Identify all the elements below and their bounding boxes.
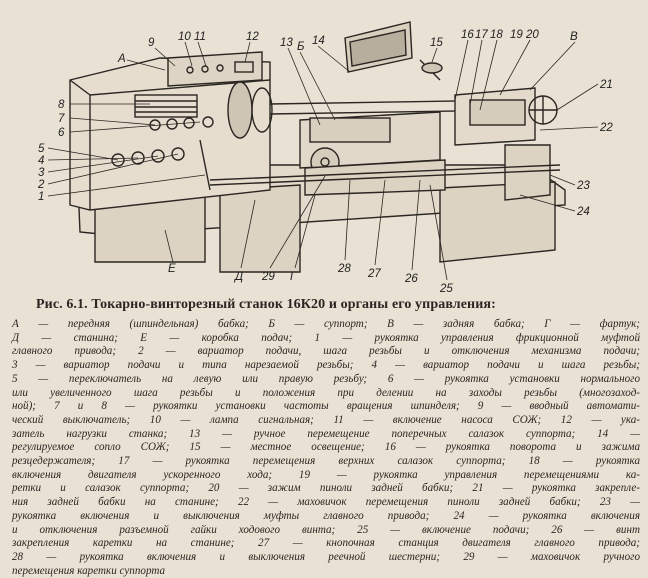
callout-19: 19 xyxy=(510,29,523,41)
callout-24: 24 xyxy=(576,206,590,218)
callout-10: 10 xyxy=(178,31,191,43)
lathe-drawing: 8 7 6 5 4 3 2 1 9 10 11 12 13 Б 14 15 16… xyxy=(37,21,613,292)
legend-line: 3 — вариатор подачи и типа нарезаемой ре… xyxy=(12,359,640,372)
callout-labels: 8 7 6 5 4 3 2 1 9 10 11 12 13 Б 14 15 16… xyxy=(37,29,613,292)
lathe-body xyxy=(69,21,566,273)
legend-line: главного привода; 2 — вариатор подачи, ш… xyxy=(12,345,640,358)
legend-line: или увеличенного шага резьбы и положения… xyxy=(12,386,640,399)
callout-16: 16 xyxy=(461,29,474,41)
callout-22: 22 xyxy=(599,122,613,134)
legend-line: ной); 7 и 8 — рукоятки установки частоты… xyxy=(12,400,640,413)
legend-line: резцедержателя; 17 — рукоятка перемещени… xyxy=(12,455,640,468)
legend-line: затель нагрузки станка; 13 — ручное пере… xyxy=(12,427,640,440)
callout-18: 18 xyxy=(490,29,503,41)
callout-e: Е xyxy=(168,263,176,275)
callout-21: 21 xyxy=(599,79,613,91)
legend-line: и отключения разъемной гайки ходового ви… xyxy=(12,523,640,536)
callout-13: 13 xyxy=(280,37,293,49)
legend-line: 28 — рукоятка включения и выключения рее… xyxy=(12,550,640,563)
callout-14: 14 xyxy=(312,35,325,47)
legend-line: ретки и салазок суппорта; 20 — зажим пин… xyxy=(12,482,640,495)
callout-25: 25 xyxy=(439,283,453,292)
callout-29: 29 xyxy=(261,271,275,283)
callout-26: 26 xyxy=(404,273,418,285)
legend-line: перемещения каретки суппорта xyxy=(12,564,166,577)
legend-line: ческий выключатель; 10 — лампа сигнальна… xyxy=(12,413,640,426)
callout-28: 28 xyxy=(337,263,351,275)
callout-2: 2 xyxy=(37,179,45,191)
callout-11: 11 xyxy=(194,31,206,43)
lathe-figure: 8 7 6 5 4 3 2 1 9 10 11 12 13 Б 14 15 16… xyxy=(37,21,613,292)
legend-line: 5 — переключатель на левую или правую ре… xyxy=(12,372,640,385)
callout-27: 27 xyxy=(367,268,381,280)
callout-a: А xyxy=(117,53,126,65)
callout-1: 1 xyxy=(38,191,44,203)
callout-9: 9 xyxy=(148,37,155,49)
callout-12: 12 xyxy=(246,31,259,43)
callout-23: 23 xyxy=(576,180,590,192)
callout-8: 8 xyxy=(58,99,65,111)
callout-6: 6 xyxy=(58,127,65,139)
callout-7: 7 xyxy=(58,113,65,125)
callout-d: Д xyxy=(233,271,243,283)
callout-17: 17 xyxy=(475,29,488,41)
callout-b: Б xyxy=(297,41,305,53)
callout-20: 20 xyxy=(525,29,539,41)
legend-line: рукоятка включения и выключения муфты гл… xyxy=(12,509,640,522)
callout-3: 3 xyxy=(38,167,45,179)
legend-line: Д — станина; Е — коробка подач; 1 — руко… xyxy=(12,331,640,344)
callout-4: 4 xyxy=(38,155,44,167)
figure-caption: Рис. 6.1. Токарно-винторезный станок 16К… xyxy=(36,297,496,312)
legend-line: А — передняя (шпиндельная) бабка; Б — су… xyxy=(12,318,640,330)
callout-g: Г xyxy=(290,271,297,283)
callout-5: 5 xyxy=(38,143,45,155)
figure-legend: А — передняя (шпиндельная) бабка; Б — су… xyxy=(12,318,640,578)
legend-line: включения двигателя ускоренного хода; 19… xyxy=(12,468,640,481)
callout-15: 15 xyxy=(430,37,443,49)
callout-leaders xyxy=(47,39,599,281)
legend-line: закрепления каретки на станине; 27 — кно… xyxy=(12,537,640,550)
callout-v: В xyxy=(570,31,578,43)
legend-line: ния задней бабки на станине; 22 — махови… xyxy=(12,496,640,509)
legend-line: регулируемое сопло СОЖ; 15 — местное осв… xyxy=(12,441,640,454)
